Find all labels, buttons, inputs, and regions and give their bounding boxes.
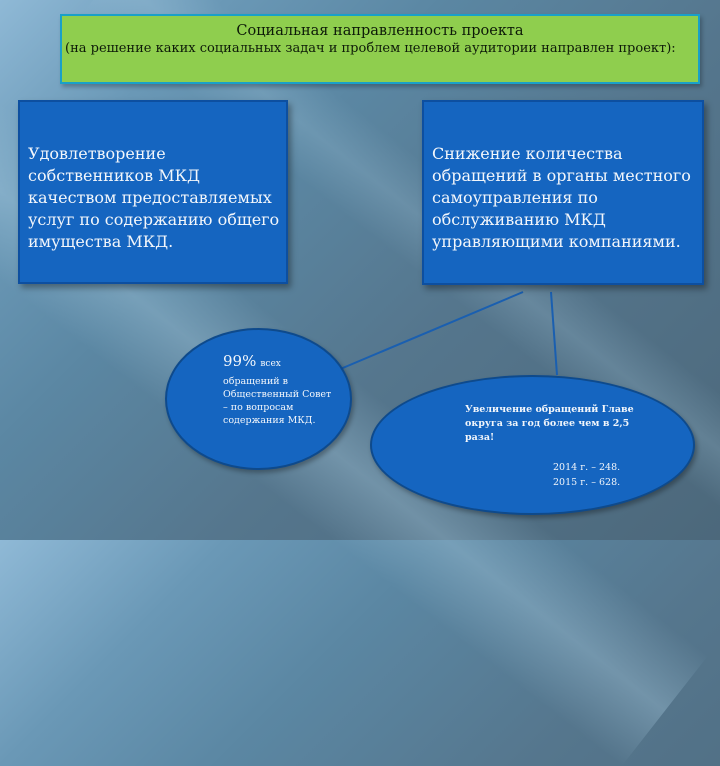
stat-headline: Увеличение обращений Главе округа за год…: [465, 404, 634, 443]
goal-box-owners-satisfaction: Удовлетворение собственников МКД качеств…: [18, 100, 288, 284]
header-title: Социальная направленность проекта: [236, 23, 524, 39]
header-subtitle: (на решение каких социальных задач и про…: [65, 41, 676, 56]
stat-percent-suffix: всех: [260, 359, 281, 369]
stat-percent-value: 99%: [223, 352, 257, 370]
connector-lines: [337, 291, 558, 376]
goal-box-fewer-complaints: Снижение количества обращений в органы м…: [422, 100, 704, 285]
stat-ellipse-public-council: 99%всех обращений в Общественный Совет –…: [165, 328, 352, 470]
stat-year-2015: 2015 г. – 628.: [553, 477, 621, 488]
stat-yearly-values: 2014 г. – 248. 2015 г. – 628.: [553, 460, 620, 490]
header-box: Социальная направленность проекта (на ре…: [60, 14, 700, 84]
stat-description: обращений в Общественный Совет – по вопр…: [223, 376, 332, 426]
goal-box-text: Удовлетворение собственников МКД качеств…: [28, 144, 280, 251]
stat-ellipse-head-appeals: Увеличение обращений Главе округа за год…: [370, 375, 695, 515]
goal-box-text: Снижение количества обращений в органы м…: [432, 144, 691, 251]
stat-percent: 99%всех: [223, 352, 281, 370]
connector-line-left: [337, 291, 524, 371]
connector-line-right: [550, 291, 558, 376]
stat-year-2014: 2014 г. – 248.: [553, 462, 621, 473]
